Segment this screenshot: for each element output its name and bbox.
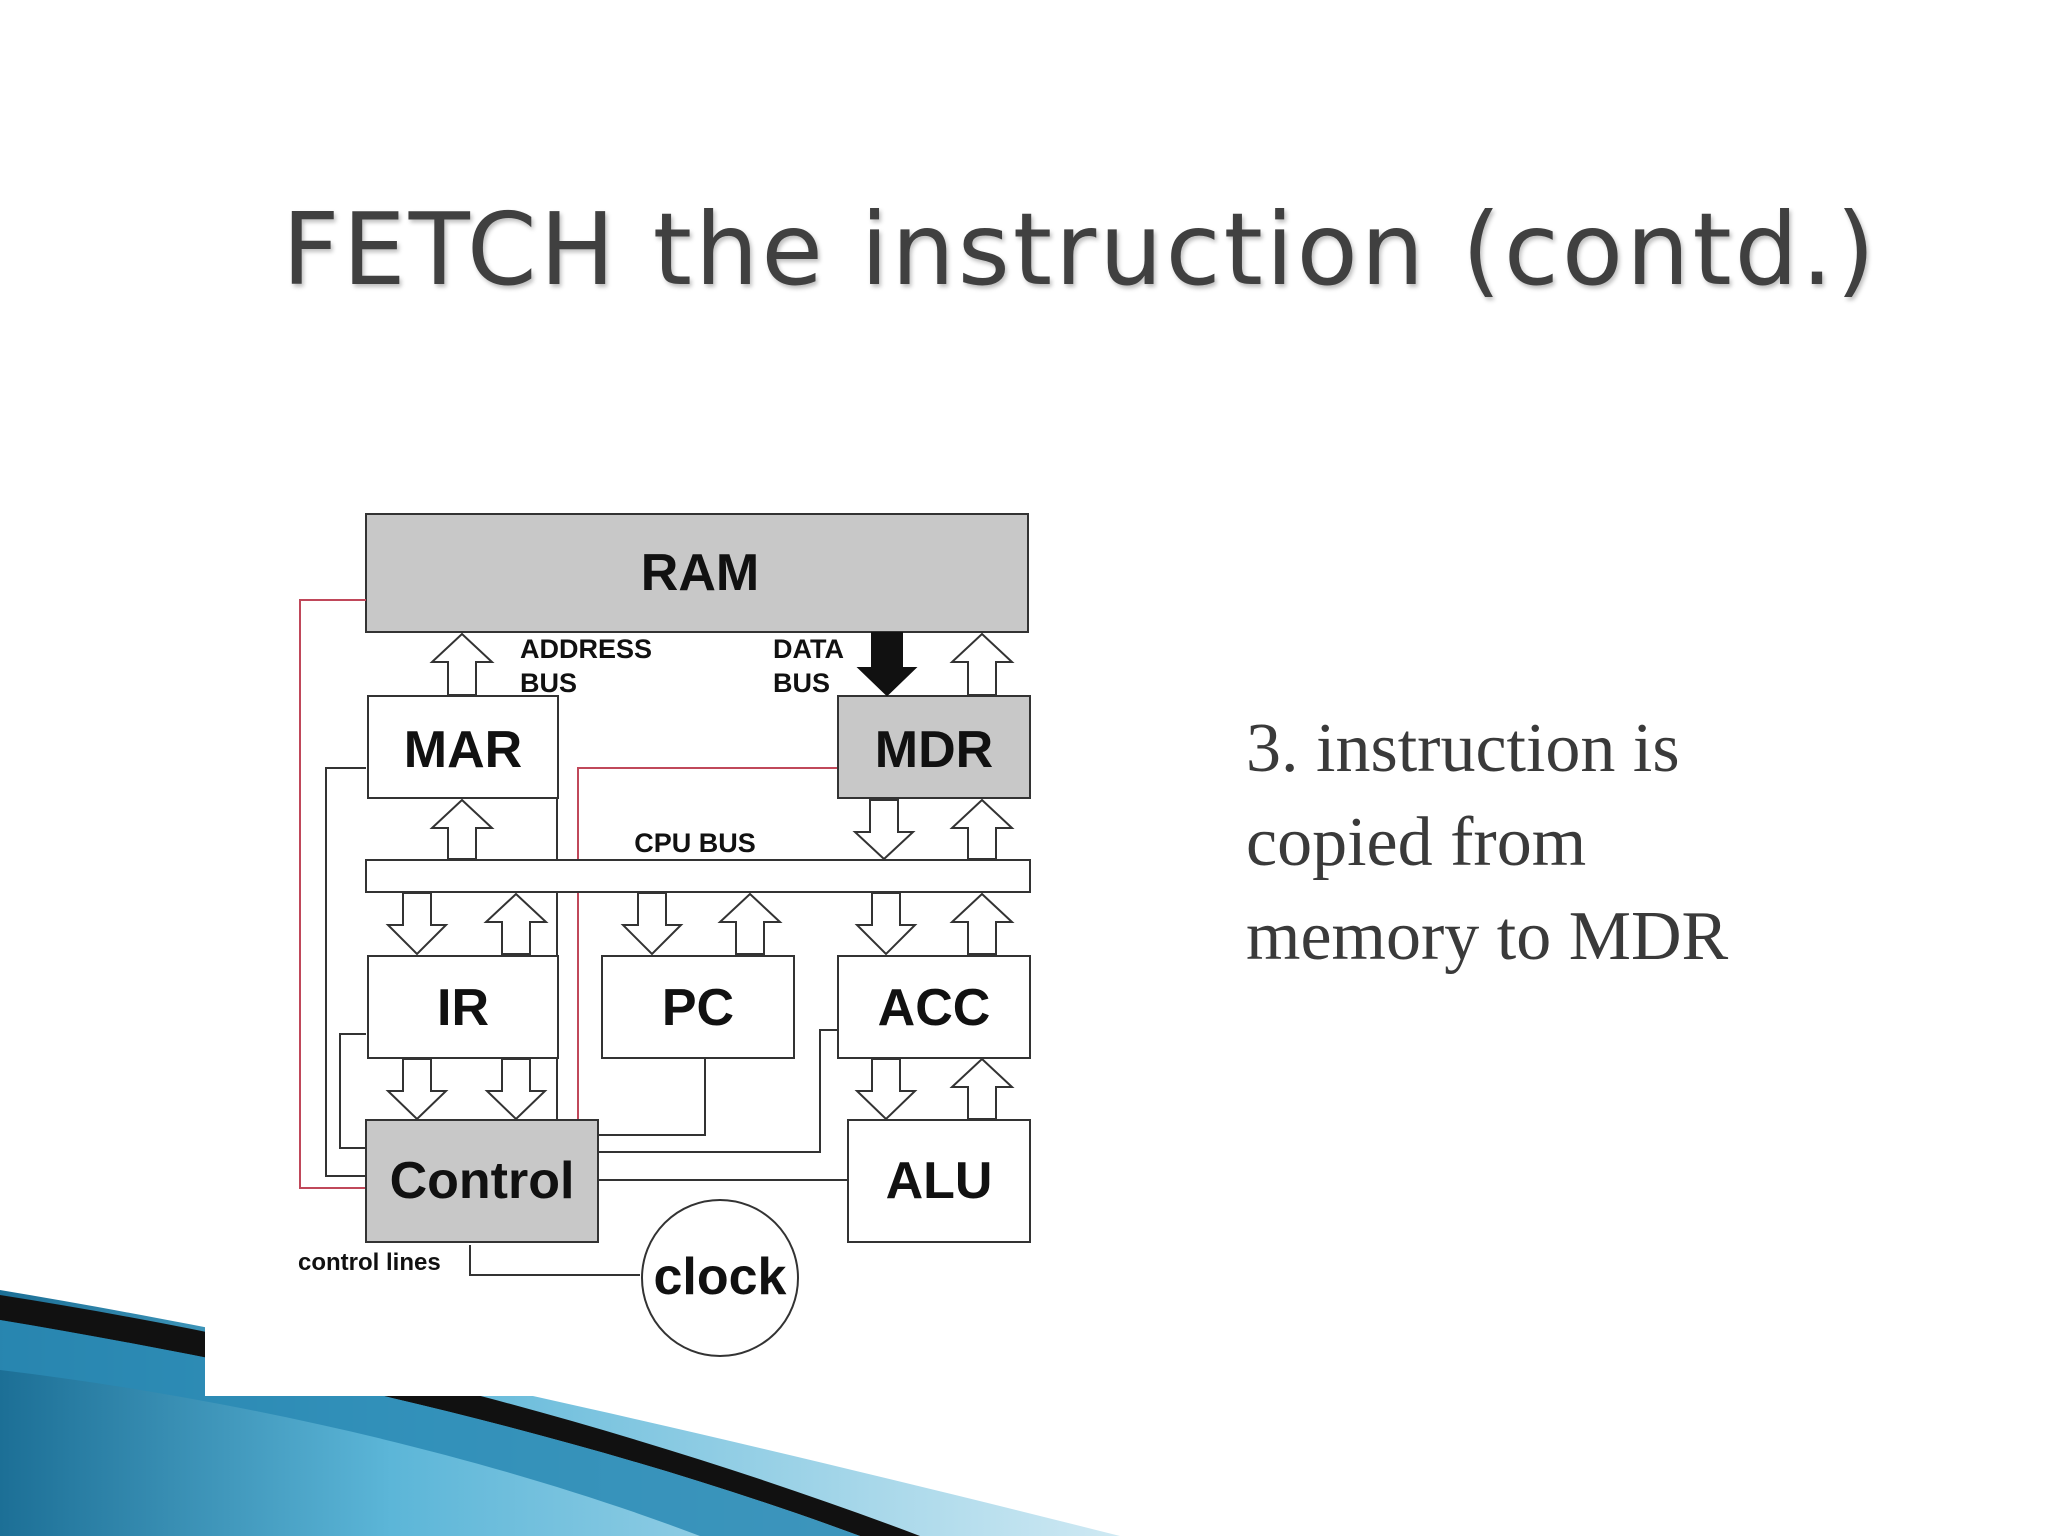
arrow-up bbox=[717, 892, 783, 955]
mdr-box bbox=[837, 695, 1031, 799]
cpu-bus-bar bbox=[365, 859, 1031, 893]
address-bus-label-2: BUS bbox=[520, 668, 577, 698]
ir-label: IR bbox=[437, 979, 489, 1037]
mar-label: MAR bbox=[404, 721, 522, 779]
control-box bbox=[365, 1119, 599, 1243]
control-line bbox=[325, 700, 848, 1276]
ir-box bbox=[367, 955, 559, 1059]
alu-box bbox=[847, 1119, 1031, 1243]
arrow-up bbox=[949, 632, 1015, 696]
arrow-up bbox=[949, 892, 1015, 955]
slide-title: FETCH the instruction (contd.) bbox=[282, 191, 1878, 308]
bus-arrows bbox=[385, 632, 1015, 1121]
acc-box bbox=[837, 955, 1031, 1059]
data-bus-arrow-active bbox=[856, 632, 918, 697]
alu-label: ALU bbox=[886, 1152, 993, 1210]
arrow-up bbox=[949, 1057, 1015, 1120]
control-lines-label: control lines bbox=[298, 1249, 441, 1276]
ram-box bbox=[365, 513, 1029, 633]
clock-label: clock bbox=[654, 1248, 787, 1306]
arrow-up bbox=[949, 798, 1015, 860]
ram-label: RAM bbox=[641, 544, 759, 602]
pc-label: PC bbox=[662, 979, 734, 1037]
arrow-down bbox=[385, 1058, 449, 1121]
arrow-down bbox=[852, 799, 916, 861]
pc-box bbox=[601, 955, 795, 1059]
arrow-up bbox=[429, 798, 495, 860]
arrow-up bbox=[429, 632, 495, 696]
red-control-line bbox=[299, 599, 837, 1189]
data-bus-label-2: BUS bbox=[773, 668, 830, 698]
arrow-down bbox=[385, 892, 449, 956]
slide-caption: 3. instruction is copied from memory to … bbox=[1246, 710, 1729, 975]
arrow-down bbox=[484, 1058, 548, 1121]
cpu-bus-label: CPU BUS bbox=[634, 828, 756, 858]
arrow-up bbox=[483, 892, 549, 955]
data-bus-label: DATA bbox=[773, 634, 844, 664]
mdr-label: MDR bbox=[875, 721, 993, 779]
address-bus-label: ADDRESS bbox=[520, 634, 652, 664]
cpu-diagram-svg: RAM MAR MDR ADDRESS BUS DATA BUS CPU BUS bbox=[298, 513, 1031, 1357]
arrow-down bbox=[854, 892, 918, 956]
cpu-diagram: RAM MAR MDR ADDRESS BUS DATA BUS CPU BUS bbox=[205, 496, 1045, 1396]
clock-circle bbox=[641, 1199, 799, 1357]
control-label: Control bbox=[390, 1152, 575, 1210]
acc-label: ACC bbox=[878, 979, 991, 1037]
arrow-down bbox=[620, 892, 684, 956]
arrow-down bbox=[854, 1058, 918, 1121]
